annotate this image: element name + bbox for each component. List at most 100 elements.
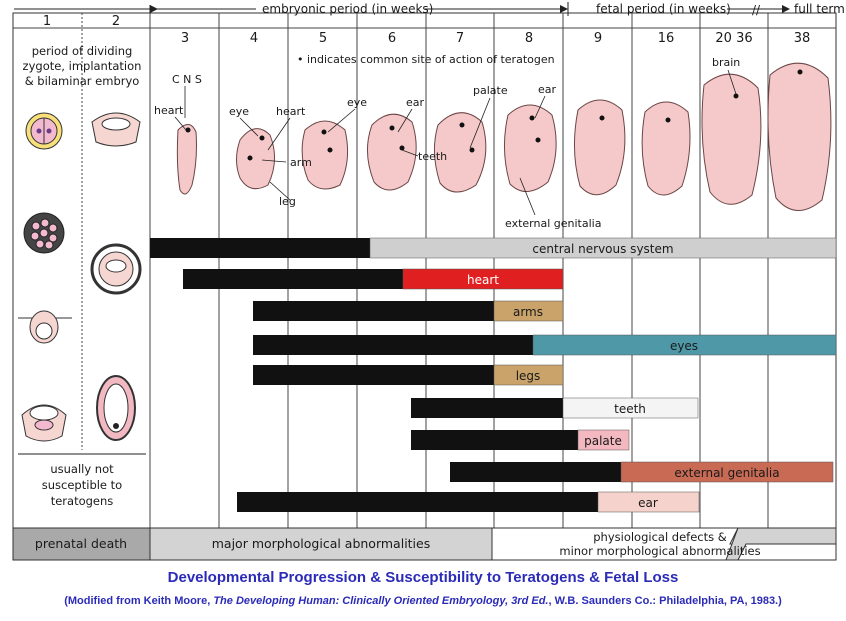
eyes-bar-label: eyes xyxy=(670,339,698,353)
label-palate: palate xyxy=(473,84,508,97)
embryo-labels: C N S heart eye heart arm leg eye ear te… xyxy=(154,56,740,230)
ear-less-sensitive-period xyxy=(597,491,700,513)
label-cns: C N S xyxy=(172,73,202,86)
week-9: 9 xyxy=(594,31,602,46)
physiological-line-2: minor morphological abnormalities xyxy=(559,544,760,558)
week-4: 4 xyxy=(250,31,258,46)
outcome-band: prenatal death major morphological abnor… xyxy=(12,527,837,561)
label-teeth: teeth xyxy=(418,150,447,163)
embryo-illustrations xyxy=(176,62,832,211)
embryonic-period-label: embryonic period (in weeks) xyxy=(262,2,433,16)
week-38: 38 xyxy=(794,31,811,46)
genitalia-less-sensitive-period xyxy=(620,461,834,483)
not-susceptible-line-3: teratogens xyxy=(51,494,114,508)
early-stage-illustrations xyxy=(18,112,142,442)
week-3: 3 xyxy=(181,31,189,46)
embryo-week-8 xyxy=(503,104,557,192)
palate-less-sensitive-period xyxy=(577,429,630,451)
week-2: 2 xyxy=(112,14,120,29)
label-eye-week-4: eye xyxy=(229,105,249,118)
ear-bar-label: ear xyxy=(638,496,658,510)
credit-suffix: , W.B. Saunders Co.: Philadelphia, PA, 1… xyxy=(548,595,782,607)
label-arm: arm xyxy=(290,156,312,169)
caption-credit: (Modified from Keith Moore, The Developi… xyxy=(0,595,846,607)
embryo-week-38 xyxy=(767,62,832,211)
note-line-3: & bilaminar embryo xyxy=(25,74,140,88)
eyes-less-sensitive-period xyxy=(532,334,837,356)
bar-heart: heart xyxy=(183,268,564,290)
genitalia-critical-period xyxy=(450,462,621,482)
caption-title: Developmental Progression & Susceptibili… xyxy=(167,569,679,586)
legs-bar-label: legs xyxy=(516,369,541,383)
label-heart-week-4: heart xyxy=(276,105,306,118)
chorionic-sac-illustration xyxy=(96,375,136,441)
embryo-week-5 xyxy=(301,120,349,190)
arms-less-sensitive-period xyxy=(493,300,564,322)
teeth-bar-label: teeth xyxy=(614,402,646,416)
teratogen-note: • indicates common site of action of ter… xyxy=(297,53,555,66)
bilaminar-illustration xyxy=(21,404,67,442)
label-ear-week-6: ear xyxy=(406,96,425,109)
leader-lines xyxy=(174,69,737,216)
blastocyst-implantation-illustration xyxy=(91,112,141,147)
break-mark: // xyxy=(752,3,761,17)
week-7: 7 xyxy=(456,31,464,46)
cns-less-sensitive-period xyxy=(369,237,837,259)
bar-central-nervous-system: central nervous system xyxy=(150,237,837,259)
susceptibility-bars: central nervous system heart arms eyes l… xyxy=(150,237,837,513)
note-line-2: zygote, implantation xyxy=(23,59,142,73)
fetal-period-label: fetal period (in weeks) xyxy=(596,2,731,16)
not-susceptible-note: usually not susceptible to teratogens xyxy=(18,453,146,508)
label-leg: leg xyxy=(279,195,296,208)
not-susceptible-line-2: susceptible to xyxy=(42,478,122,492)
bar-eyes: eyes xyxy=(253,334,837,356)
bar-external-genitalia: external genitalia xyxy=(450,461,834,483)
heart-less-sensitive-period xyxy=(402,268,564,290)
week-20-36: 20 36 xyxy=(715,31,752,46)
embryo-week-3 xyxy=(176,124,197,195)
bar-palate: palate xyxy=(411,429,630,451)
cns-critical-period xyxy=(150,238,370,258)
week-1: 1 xyxy=(43,14,51,29)
cns-bar-label: central nervous system xyxy=(532,242,673,256)
legs-less-sensitive-period xyxy=(493,364,564,386)
label-brain: brain xyxy=(712,56,740,69)
note-line-1: period of dividing xyxy=(32,44,133,58)
label-heart-week-3: heart xyxy=(154,104,184,117)
embryo-week-9 xyxy=(573,99,626,196)
teeth-less-sensitive-period xyxy=(562,397,699,419)
credit-book-title: The Developing Human: Clinically Oriente… xyxy=(213,595,549,607)
week-16: 16 xyxy=(658,31,675,46)
prenatal-death-label: prenatal death xyxy=(35,536,127,551)
embryo-week-6 xyxy=(367,113,417,191)
dividing-zygote-note: period of dividing zygote, implantation … xyxy=(23,44,142,88)
week-8: 8 xyxy=(525,31,533,46)
embryonic-disc-illustration xyxy=(90,243,142,295)
arms-bar-label: arms xyxy=(513,305,543,319)
week-6: 6 xyxy=(388,31,396,46)
arms-critical-period xyxy=(253,301,494,321)
embryo-week-20-36 xyxy=(701,73,762,205)
palate-critical-period xyxy=(411,430,578,450)
heart-critical-period xyxy=(183,269,403,289)
label-external-genitalia: external genitalia xyxy=(505,217,601,230)
not-susceptible-line-1: usually not xyxy=(50,462,114,476)
major-abnormalities-label: major morphological abnormalities xyxy=(212,536,431,551)
label-ear-week-8: ear xyxy=(538,83,557,96)
bar-arms: arms xyxy=(253,300,564,322)
palate-bar-label: palate xyxy=(584,434,622,448)
ear-critical-period xyxy=(237,492,598,512)
week-5: 5 xyxy=(319,31,327,46)
embryo-week-7 xyxy=(434,112,487,193)
prenatal-death-cell xyxy=(12,527,151,561)
physiological-line-1: physiological defects & xyxy=(593,530,727,544)
bar-ear: ear xyxy=(237,491,700,513)
teeth-critical-period xyxy=(411,398,563,418)
label-eye-week-5: eye xyxy=(347,96,367,109)
bar-legs: legs xyxy=(253,364,564,386)
embryo-week-4 xyxy=(236,128,275,190)
bar-teeth: teeth xyxy=(411,397,699,419)
credit-prefix: (Modified from Keith Moore, xyxy=(64,595,214,607)
embryo-week-16 xyxy=(641,101,691,196)
